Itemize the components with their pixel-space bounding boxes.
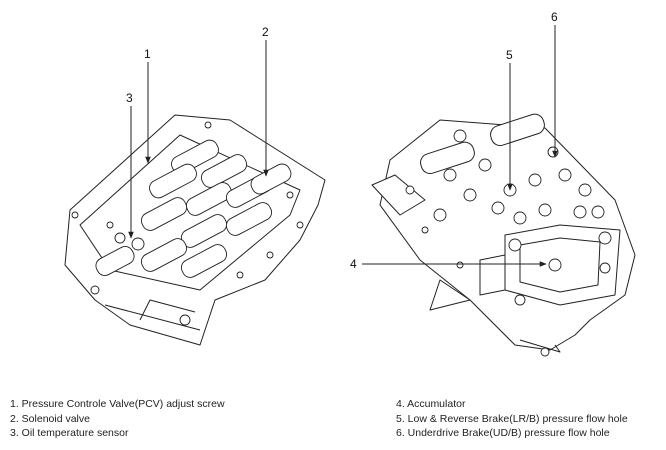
legend-item-oil-temperature-sensor: 3. Oil temperature sensor <box>10 427 129 439</box>
legend-left: 1. Pressure Controle Valve(PCV) adjust s… <box>10 397 225 441</box>
callout-4: 4 <box>350 257 357 271</box>
callout-5: 5 <box>506 48 513 62</box>
leader-lines <box>128 25 558 267</box>
left-valve-body-drawing <box>64 114 326 346</box>
legend-item-accumulator: 4. Accumulator <box>396 398 466 410</box>
legend-item-solenoid-valve: 2. Solenoid valve <box>10 412 90 425</box>
valve-body-diagram: 1 2 3 4 5 6 <box>64 10 636 357</box>
legend-item-lr-brake-flow-hole: 5. Low & Reverse Brake(LR/B) pressure fl… <box>396 412 628 425</box>
legend-right: 4. Accumulator 5. Low & Reverse Brake(LR… <box>396 397 628 441</box>
legend-item-pcv-adjust-screw: 1. Pressure Controle Valve(PCV) adjust s… <box>10 398 225 410</box>
callout-3: 3 <box>126 91 133 105</box>
right-valve-body-drawing <box>371 113 636 357</box>
callout-1: 1 <box>144 47 151 61</box>
legend-item-ud-brake-flow-hole: 6. Underdrive Brake(UD/B) pressure flow … <box>396 427 610 439</box>
callout-6: 6 <box>551 10 558 24</box>
callout-2: 2 <box>262 25 269 39</box>
